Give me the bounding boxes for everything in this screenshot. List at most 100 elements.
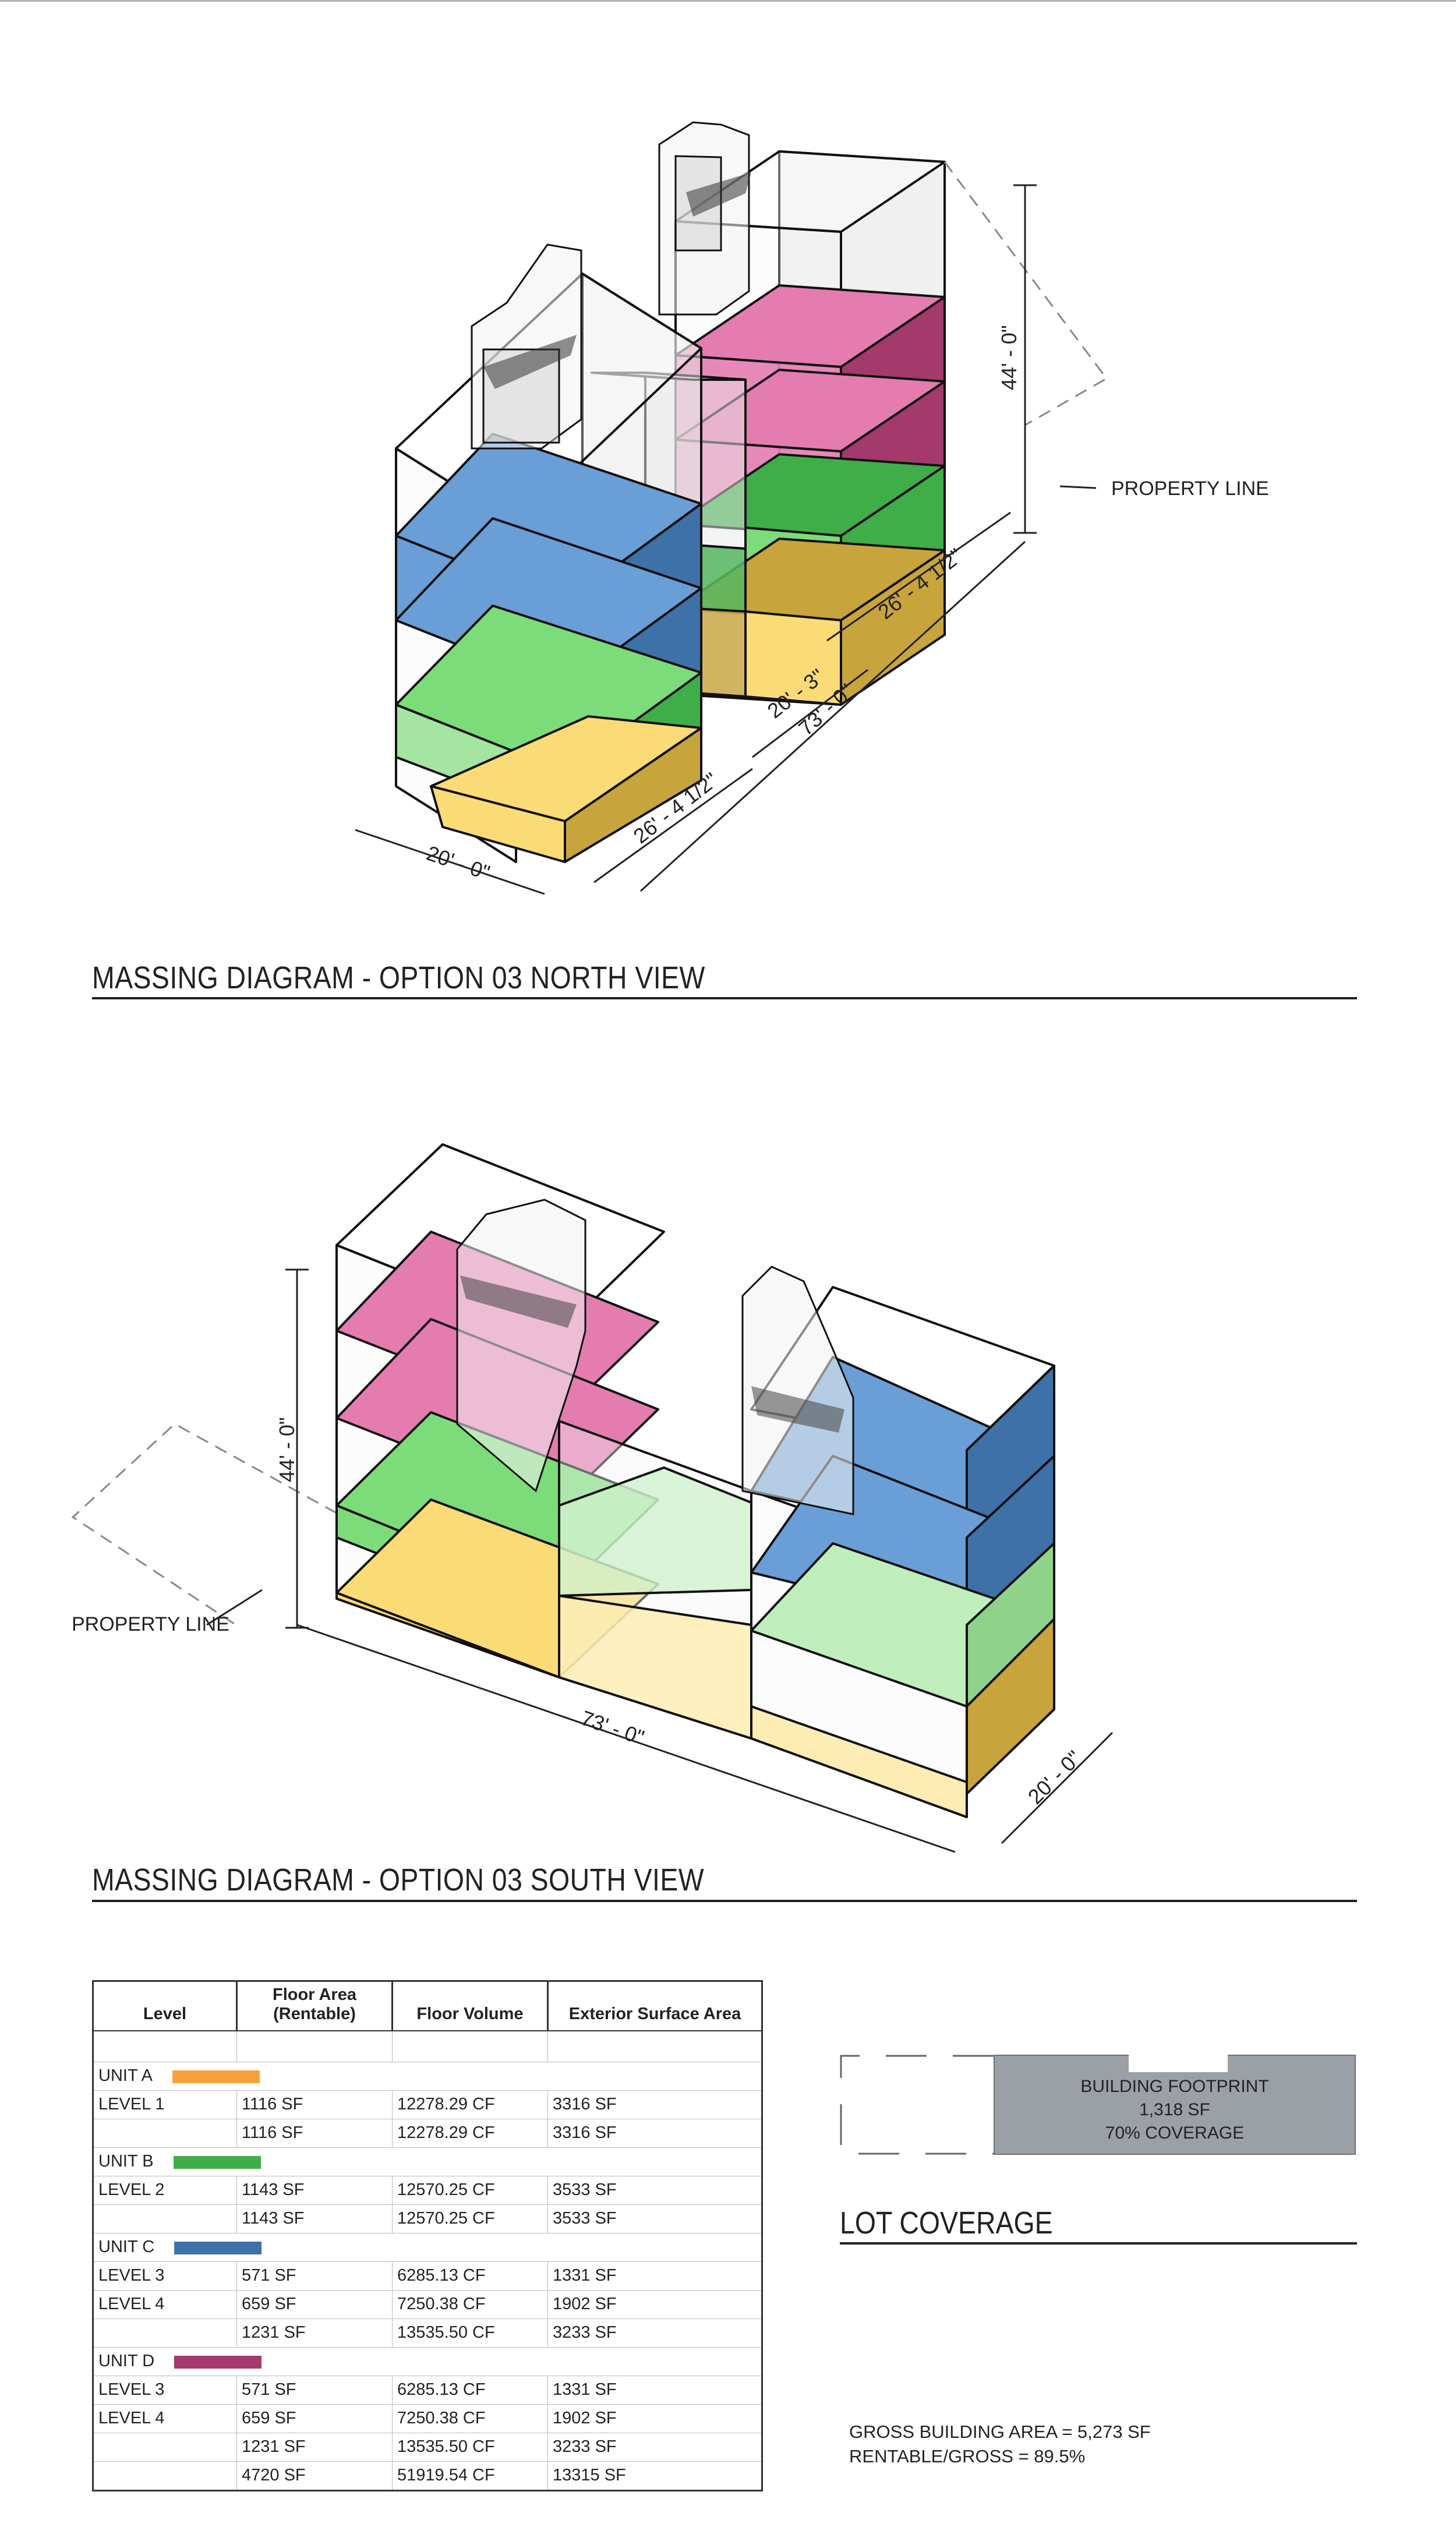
unit-c-label: UNIT C bbox=[98, 2238, 155, 2257]
south-stair-dark-left bbox=[460, 1275, 577, 1328]
south-title-rule bbox=[92, 1900, 1357, 1902]
table-cell: LEVEL 2 bbox=[93, 2175, 237, 2205]
total-floor-area: 4720 SF bbox=[236, 2461, 393, 2491]
unit-c-row: UNIT C bbox=[93, 2232, 762, 2262]
top-border bbox=[0, 0, 1456, 2]
table-cell: 7250.38 CF bbox=[392, 2404, 548, 2433]
table-cell: 3233 SF bbox=[547, 2432, 762, 2462]
north-stair-dark-right bbox=[686, 172, 751, 217]
footprint-notch bbox=[1129, 2055, 1228, 2072]
table-cell: 12570.25 CF bbox=[392, 2175, 548, 2205]
table-cell: 6285.13 CF bbox=[392, 2375, 548, 2405]
footprint-line-3: 70% COVERAGE bbox=[1105, 2123, 1245, 2143]
unit-d-label: UNIT D bbox=[98, 2352, 155, 2371]
table-cell: 1902 SF bbox=[547, 2404, 762, 2433]
north-dimensions bbox=[355, 184, 1037, 895]
table-cell: LEVEL 1 bbox=[93, 2090, 237, 2119]
table-cell: LEVEL 3 bbox=[93, 2261, 237, 2291]
south-middle-link bbox=[558, 1420, 752, 1740]
north-title-rule bbox=[92, 997, 1357, 999]
footprint-line-2: 1,318 SF bbox=[1139, 2100, 1210, 2119]
lot-coverage-title: LOT COVERAGE bbox=[840, 2206, 1053, 2240]
unit-b-swatch bbox=[173, 2155, 261, 2169]
table-cell: 1143 SF bbox=[236, 2204, 393, 2233]
gross-building-area: GROSS BUILDING AREA = 5,273 SF bbox=[849, 2422, 1151, 2442]
table-cell bbox=[93, 2432, 237, 2462]
table-cell: 659 SF bbox=[236, 2289, 393, 2319]
table-cell: 659 SF bbox=[236, 2404, 393, 2433]
table-cell: 571 SF bbox=[236, 2261, 393, 2291]
unit-c-swatch bbox=[174, 2241, 262, 2254]
table-cell: 12278.29 CF bbox=[392, 2090, 548, 2119]
south-dim-length: 73' - 0" bbox=[578, 1706, 647, 1750]
total-floor-volume: 51919.54 CF bbox=[392, 2461, 548, 2491]
table-cell: 1902 SF bbox=[547, 2289, 762, 2319]
south-right-block bbox=[750, 1286, 1055, 1818]
north-r-l1-side bbox=[840, 549, 946, 706]
north-property-line-label: PROPERTY LINE bbox=[1111, 478, 1269, 500]
table-cell: 3316 SF bbox=[547, 2118, 762, 2148]
south-view-title: MASSING DIAGRAM - OPTION 03 SOUTH VIEW bbox=[92, 1862, 705, 1897]
total-exterior-area: 13315 SF bbox=[547, 2461, 762, 2491]
table-cell: 13535.50 CF bbox=[392, 2432, 548, 2462]
north-dim-width: 20' - 0" bbox=[423, 841, 493, 885]
north-stair-tower-right bbox=[658, 121, 751, 316]
table-cell: LEVEL 4 bbox=[93, 2289, 237, 2319]
header-level: Level bbox=[143, 2005, 187, 2024]
unit-d-row: UNIT D bbox=[93, 2346, 762, 2376]
rentable-gross-ratio: RENTABLE/GROSS = 89.5% bbox=[849, 2446, 1086, 2466]
south-dim-height: 44' - 0" bbox=[275, 1417, 299, 1482]
building-footprint-box: BUILDING FOOTPRINT 1,318 SF 70% COVERAGE bbox=[994, 2055, 1356, 2155]
north-property-line bbox=[943, 161, 1108, 426]
unit-b-label: UNIT B bbox=[98, 2152, 154, 2171]
unit-d-swatch bbox=[174, 2355, 262, 2369]
north-view-title: MASSING DIAGRAM - OPTION 03 NORTH VIEW bbox=[92, 960, 705, 995]
header-floor-area: Floor Area (Rentable) bbox=[236, 1981, 393, 2031]
south-property-line-label: PROPERTY LINE bbox=[72, 1613, 229, 1635]
table-cell: LEVEL 4 bbox=[93, 2404, 237, 2433]
unit-b-row: UNIT B bbox=[93, 2147, 762, 2176]
north-dim-height: 44' - 0" bbox=[997, 325, 1021, 390]
north-view-diagram: 44' - 0" 20' - 0" 26' - 4 1/2" 20' - 3" … bbox=[355, 121, 1269, 895]
north-stair-tower-left bbox=[471, 243, 582, 450]
table-cell: 12278.29 CF bbox=[392, 2118, 548, 2148]
table-cell: 7250.38 CF bbox=[392, 2289, 548, 2319]
area-table: Level Floor Area (Rentable) Floor Volume… bbox=[92, 1980, 763, 2491]
header-floor-volume: Floor Volume bbox=[391, 1981, 548, 2031]
table-cell: 1116 SF bbox=[236, 2118, 393, 2148]
north-left-building bbox=[395, 273, 702, 863]
unit-a-swatch bbox=[172, 2070, 260, 2083]
north-right-building bbox=[674, 150, 946, 706]
table-cell: 13535.50 CF bbox=[392, 2318, 548, 2348]
table-cell bbox=[93, 2118, 237, 2148]
south-stair-dark-right bbox=[751, 1386, 844, 1433]
table-cell: 12570.25 CF bbox=[392, 2204, 548, 2233]
south-view-diagram: 44' - 0" 73' - 0" 20' - 0" PROPERTY LINE bbox=[71, 1143, 1114, 1853]
south-r-l1-front bbox=[750, 1705, 968, 1818]
table-spacer-row bbox=[93, 2030, 762, 2062]
header-exterior-area: Exterior Surface Area bbox=[547, 1981, 762, 2031]
table-cell: 3233 SF bbox=[547, 2318, 762, 2348]
south-r-l1-side bbox=[966, 1618, 1055, 1795]
table-cell: 1231 SF bbox=[236, 2318, 393, 2348]
lot-title-rule bbox=[840, 2242, 1357, 2245]
table-cell: 3316 SF bbox=[547, 2090, 762, 2119]
south-property-line bbox=[71, 1423, 337, 1626]
north-l-l1-front bbox=[430, 785, 566, 863]
footprint-line-1: BUILDING FOOTPRINT bbox=[1080, 2077, 1269, 2096]
table-cell: 6285.13 CF bbox=[392, 2261, 548, 2291]
table-cell: 3533 SF bbox=[547, 2204, 762, 2233]
table-cell bbox=[93, 2318, 237, 2348]
table-cell: 1116 SF bbox=[236, 2090, 393, 2119]
lot-outline bbox=[840, 2055, 994, 2155]
